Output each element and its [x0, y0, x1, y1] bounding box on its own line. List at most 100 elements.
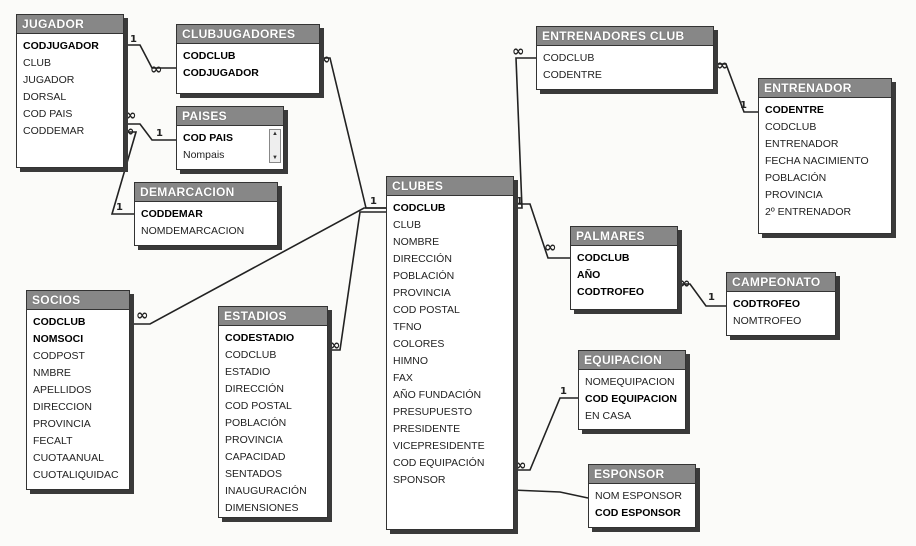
field: NOMDEMARCACION — [141, 225, 245, 237]
rel-clubes-esponsor — [511, 489, 589, 499]
field: NOMTROFEO — [733, 315, 802, 327]
key-field: CODCLUB — [577, 252, 630, 264]
key-field: COD EQUIPACION — [585, 393, 677, 405]
table-entrenador[interactable]: ENTRENADOR CODENTRE CODCLUB ENTRENADOR FECHA… — [758, 78, 892, 234]
field: PROVINCIA — [33, 418, 91, 430]
field: DIRECCIÓN — [393, 253, 452, 265]
card-many: ∞ — [716, 56, 729, 74]
field: PRESIDENTE — [393, 423, 461, 435]
table-title: EQUIPACION — [579, 351, 685, 370]
rel-socios-clubes — [128, 207, 386, 325]
field: PROVINCIA — [765, 189, 823, 201]
field: CODCLUB — [543, 52, 595, 64]
table-title: ESTADIOS — [219, 307, 327, 326]
card-many: ∞ — [122, 122, 135, 140]
field: DORSAL — [23, 91, 67, 103]
field: EN CASA — [585, 410, 632, 422]
table-title: CLUBES — [387, 177, 513, 196]
field-list: NOMEQUIPACION COD EQUIPACION EN CASA — [579, 370, 685, 429]
card-many: ∞ — [512, 42, 525, 60]
key-field: CODENTRE — [765, 104, 824, 116]
scrollbar[interactable]: ▲▼ — [269, 129, 281, 163]
card-many: ∞ — [328, 336, 341, 354]
key-field: CODJUGADOR — [183, 67, 259, 79]
field: ESTADIO — [225, 366, 271, 378]
key-field: CODCLUB — [393, 202, 446, 214]
field-list: CODCLUB CODENTRE — [537, 46, 713, 88]
key-field: CODESTADIO — [225, 332, 295, 344]
card-many: ∞ — [544, 238, 557, 256]
card-many: ∞ — [124, 106, 137, 124]
table-title: ENTRENADOR — [759, 79, 891, 98]
field: NOMEQUIPACION — [585, 376, 675, 388]
table-title: SOCIOS — [27, 291, 129, 310]
field: FECALT — [33, 435, 73, 447]
card-1: 1 — [560, 386, 567, 397]
field: CUOTALIQUIDAC — [33, 469, 119, 481]
key-field: CODTROFEO — [733, 298, 801, 310]
rel-clubjugadores-clubes — [318, 57, 386, 209]
card-many: ∞ — [318, 50, 331, 68]
field: TFNO — [393, 321, 422, 333]
field: FAX — [393, 372, 413, 384]
key-field: CODJUGADOR — [23, 40, 99, 52]
card-1: 1 — [156, 128, 163, 139]
field: CAPACIDAD — [225, 451, 286, 463]
field: DIRECCIÓN — [225, 383, 284, 395]
scroll-down-icon[interactable]: ▼ — [272, 155, 278, 161]
field: COD EQUIPACIÓN — [393, 457, 485, 469]
field: ENTRENADOR — [765, 138, 839, 150]
scroll-up-icon[interactable]: ▲ — [272, 131, 278, 137]
field: APELLIDOS — [33, 384, 92, 396]
field: SENTADOS — [225, 468, 282, 480]
card-many: ∞ — [678, 274, 691, 292]
card-1: 1 — [130, 34, 137, 45]
field-list: CODCLUB CODJUGADOR — [177, 44, 319, 86]
card-1: 1 — [708, 292, 715, 303]
field: CODENTRE — [543, 69, 602, 81]
field: PROVINCIA — [225, 434, 283, 446]
field: AÑO FUNDACIÓN — [393, 389, 482, 401]
rel-palmares-campeonato — [676, 283, 726, 307]
rel-clubes-palmares — [512, 203, 570, 259]
rel-jugador-clubjugadores — [122, 44, 176, 69]
table-clubjugadores[interactable]: CLUBJUGADORES CODCLUB CODJUGADOR — [176, 24, 320, 94]
field: VICEPRESIDENTE — [393, 440, 485, 452]
field: PROVINCIA — [393, 287, 451, 299]
field-list: CODTROFEO NOMTROFEO — [727, 292, 835, 334]
key-field: CODCLUB — [183, 50, 236, 62]
table-equipacion[interactable]: EQUIPACION NOMEQUIPACION COD EQUIPACION EN … — [578, 350, 686, 430]
card-1: 1 — [740, 100, 747, 111]
field: COD PAIS — [23, 108, 73, 120]
field-list: CODENTRE CODCLUB ENTRENADOR FECHA NACIMIENT… — [759, 98, 891, 225]
field: CLUB — [393, 219, 422, 231]
field: NOM ESPONSOR — [595, 490, 682, 502]
field: NMBRE — [33, 367, 71, 379]
table-title: DEMARCACION — [135, 183, 277, 202]
field: CLUB — [23, 57, 52, 69]
field: DIRECCION — [33, 401, 92, 413]
field: SPONSOR — [393, 474, 446, 486]
key-field: AÑO — [577, 269, 601, 281]
field: FECHA NACIMIENTO — [765, 155, 869, 167]
field: 2º ENTRENADOR — [765, 206, 852, 218]
table-title: CLUBJUGADORES — [177, 25, 319, 44]
field: CODCLUB — [765, 121, 817, 133]
table-title: ESPONSOR — [589, 465, 695, 484]
